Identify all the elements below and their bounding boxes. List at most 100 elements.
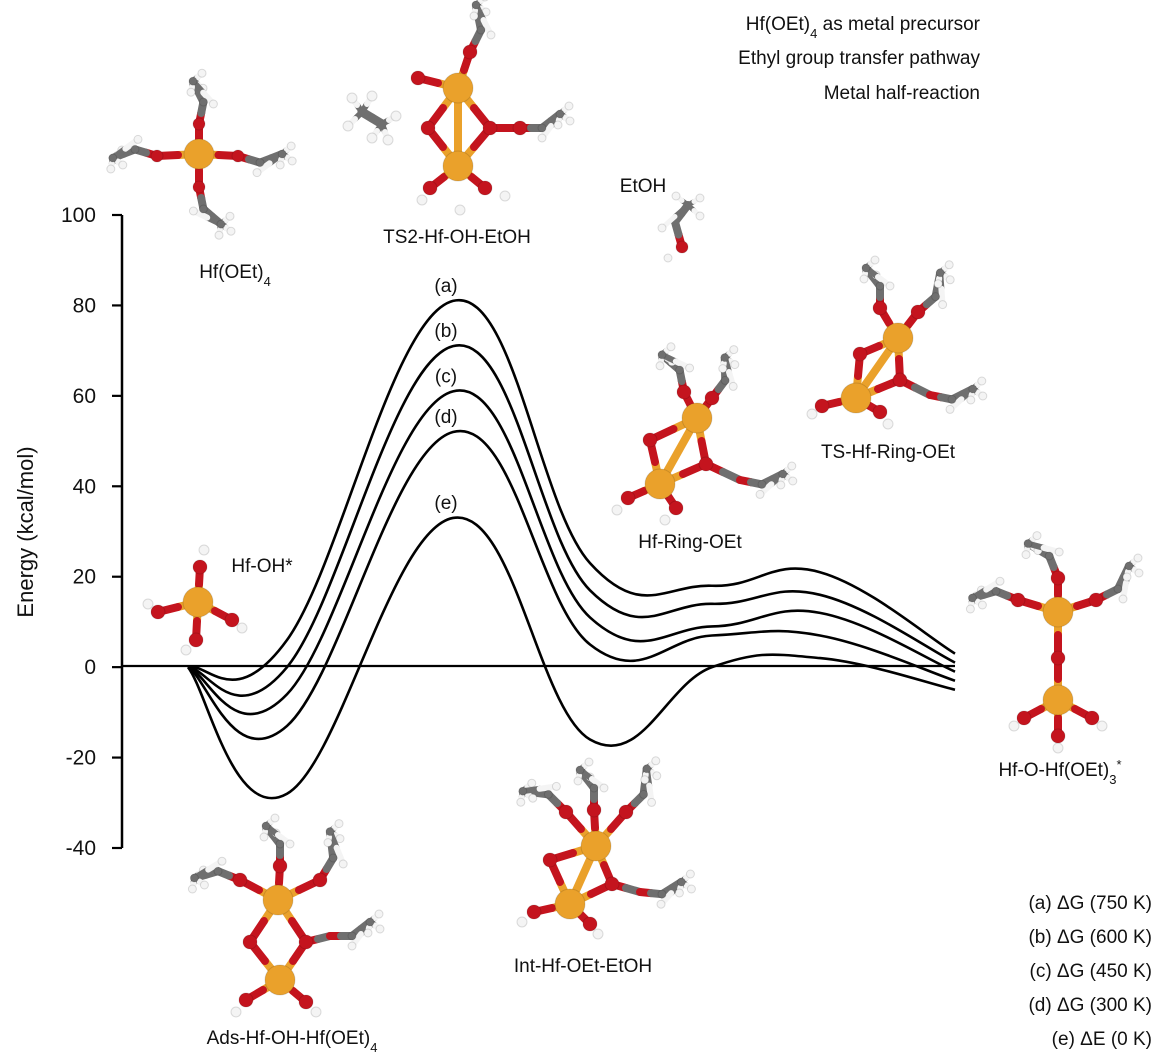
h-atom: [592, 928, 604, 940]
energy-curves: [186, 299, 956, 800]
c-atom: [757, 479, 767, 489]
h-atom: [655, 361, 665, 371]
hf-atom: [644, 468, 676, 500]
h-atom: [208, 99, 218, 109]
molecule-hf-ring-oet: [611, 342, 798, 526]
h-atom: [978, 391, 988, 401]
h-atom: [375, 924, 385, 934]
h-atom: [106, 164, 116, 174]
c-atom: [1113, 584, 1123, 594]
hf-atom: [262, 884, 294, 916]
o-atom: [668, 500, 684, 516]
legend-entry: (d) ΔG (300 K): [1028, 995, 1152, 1016]
curve-label: (d): [434, 407, 457, 428]
h-atom: [663, 253, 673, 263]
o-atom: [192, 559, 208, 575]
h-atom: [945, 404, 955, 414]
curve-label: (c): [435, 366, 457, 387]
h-atom: [334, 819, 344, 829]
c-atom: [325, 827, 335, 837]
energy-curve-d: [187, 429, 956, 741]
o-atom: [1010, 592, 1026, 608]
c-atom: [213, 866, 223, 876]
h-atom: [573, 776, 583, 786]
o-atom: [704, 390, 720, 406]
c-atom: [947, 394, 957, 404]
h-atom: [965, 604, 975, 614]
energy-curve-b: [187, 344, 956, 697]
hf-atom: [442, 150, 474, 182]
h-atom: [198, 544, 210, 556]
c-atom: [189, 873, 199, 883]
info-line-pathway: Ethyl group transfer pathway: [738, 48, 980, 69]
h-atom: [310, 1006, 322, 1018]
label-hf-ring-oet: Hf-Ring-OEt: [638, 532, 742, 553]
h-atom: [270, 813, 280, 823]
h-atom: [499, 190, 511, 202]
h-atom: [527, 778, 537, 788]
info-block: Hf(OEt)4 as metal precursor Ethyl group …: [738, 14, 981, 104]
y-tick-label: 60: [73, 385, 96, 408]
h-atom: [416, 194, 428, 206]
molecule-etoh: [657, 191, 705, 263]
h-atom: [252, 168, 262, 178]
molecule-hf-o-hf-oet3: [965, 531, 1144, 754]
h-atom: [1052, 742, 1064, 754]
o-atom: [420, 120, 436, 136]
o-atom: [272, 858, 288, 874]
o-atom: [150, 604, 166, 620]
h-atom: [685, 869, 695, 879]
c-atom: [198, 97, 208, 107]
o-atom: [242, 934, 258, 950]
o-atom: [618, 804, 634, 820]
c-atom: [216, 219, 226, 229]
h-atom: [933, 279, 943, 289]
h-atom: [977, 376, 987, 386]
curve-labels: (a)(b)(c)(d)(e): [434, 276, 457, 514]
o-atom: [604, 876, 620, 892]
energy-curve-e: [186, 516, 956, 800]
o-atom: [814, 398, 830, 414]
h-atom: [870, 255, 880, 265]
y-tick-label: 0: [84, 656, 96, 679]
h-atom: [674, 888, 684, 898]
y-tick-label: -20: [66, 747, 96, 770]
o-atom: [892, 372, 908, 388]
h-atom: [553, 120, 563, 130]
c-atom: [861, 263, 871, 273]
h-atom: [481, 0, 489, 2]
o-atom: [477, 180, 493, 196]
o-atom: [224, 612, 240, 628]
h-atom: [118, 160, 128, 170]
o-atom: [1050, 728, 1066, 744]
h-atom: [188, 206, 198, 216]
o-atom: [422, 180, 438, 196]
h-atom: [755, 489, 765, 499]
o-atom: [482, 120, 498, 136]
h-atom: [1134, 568, 1144, 578]
c-atom: [543, 789, 553, 799]
y-tick-label: -40: [66, 837, 96, 860]
h-atom: [225, 211, 235, 221]
h-atom: [787, 461, 797, 471]
h-atom: [286, 141, 296, 151]
h-atom: [1096, 720, 1108, 732]
h-atom: [944, 260, 954, 270]
h-atom: [729, 345, 739, 355]
molecule-ts-hf-ring-oet: [806, 255, 988, 430]
c-atom: [555, 109, 565, 119]
h-atom: [217, 856, 227, 866]
h-atom: [656, 899, 666, 909]
h-atom: [695, 211, 705, 221]
molecule-ts2: [410, 0, 575, 216]
h-atom: [259, 832, 269, 842]
h-atom: [685, 363, 695, 373]
label-hf-o-hf-oet3: Hf-O-Hf(OEt)3*: [998, 757, 1121, 787]
hf-atom: [442, 72, 474, 104]
h-atom: [938, 300, 948, 310]
hf-atom: [580, 830, 612, 862]
h-atom: [859, 274, 869, 284]
h-atom: [323, 838, 333, 848]
